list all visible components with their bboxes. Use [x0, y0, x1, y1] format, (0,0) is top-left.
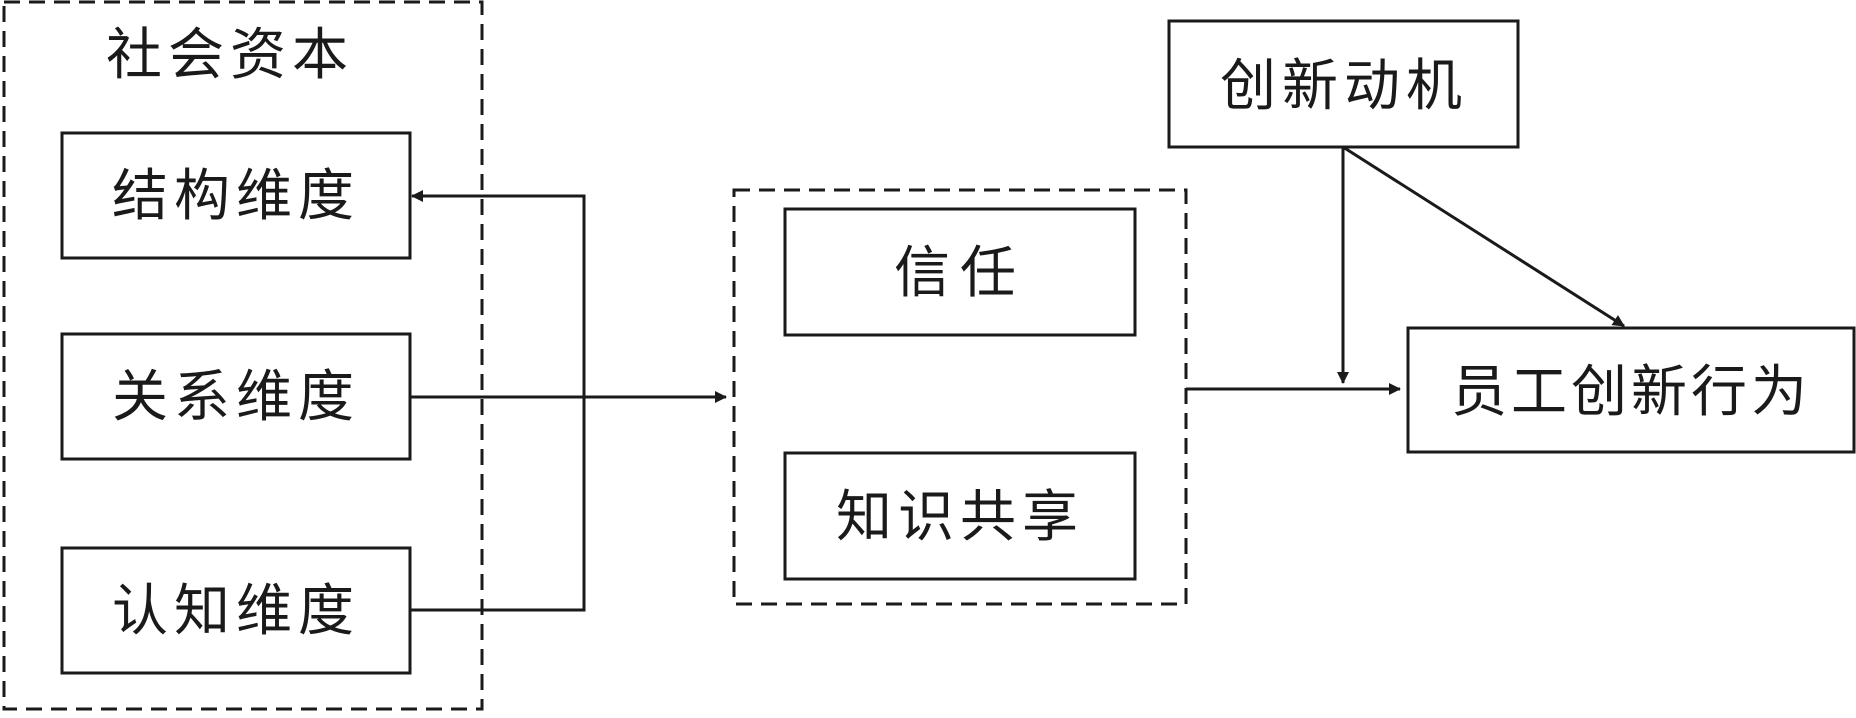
trust-label: 信任: [894, 241, 1026, 306]
relational-dimension-node: 关系维度: [60, 332, 412, 461]
relational-dimension-label: 关系维度: [112, 365, 360, 430]
innovation-behavior-node: 员工创新行为: [1406, 326, 1856, 454]
social-capital-title: 社会资本: [106, 23, 354, 88]
cognitive-dimension-label: 认知维度: [112, 579, 360, 644]
structural-dimension-node: 结构维度: [60, 131, 412, 260]
structural-dimension-label: 结构维度: [112, 164, 360, 229]
innovation-motivation-node: 创新动机: [1167, 19, 1520, 149]
innovation-motivation-label: 创新动机: [1220, 54, 1468, 119]
social-capital-group: [2, 0, 484, 711]
knowledge-sharing-node: 知识共享: [783, 451, 1137, 581]
innovation-behavior-label: 员工创新行为: [1451, 360, 1811, 425]
knowledge-sharing-label: 知识共享: [836, 485, 1084, 550]
mediators-group: [732, 188, 1188, 606]
trust-node: 信任: [783, 207, 1137, 337]
cognitive-dimension-node: 认知维度: [60, 546, 412, 675]
motivation-to-outcome-arrow: [1342, 145, 1625, 328]
structural-feedback-connector: [410, 190, 586, 612]
